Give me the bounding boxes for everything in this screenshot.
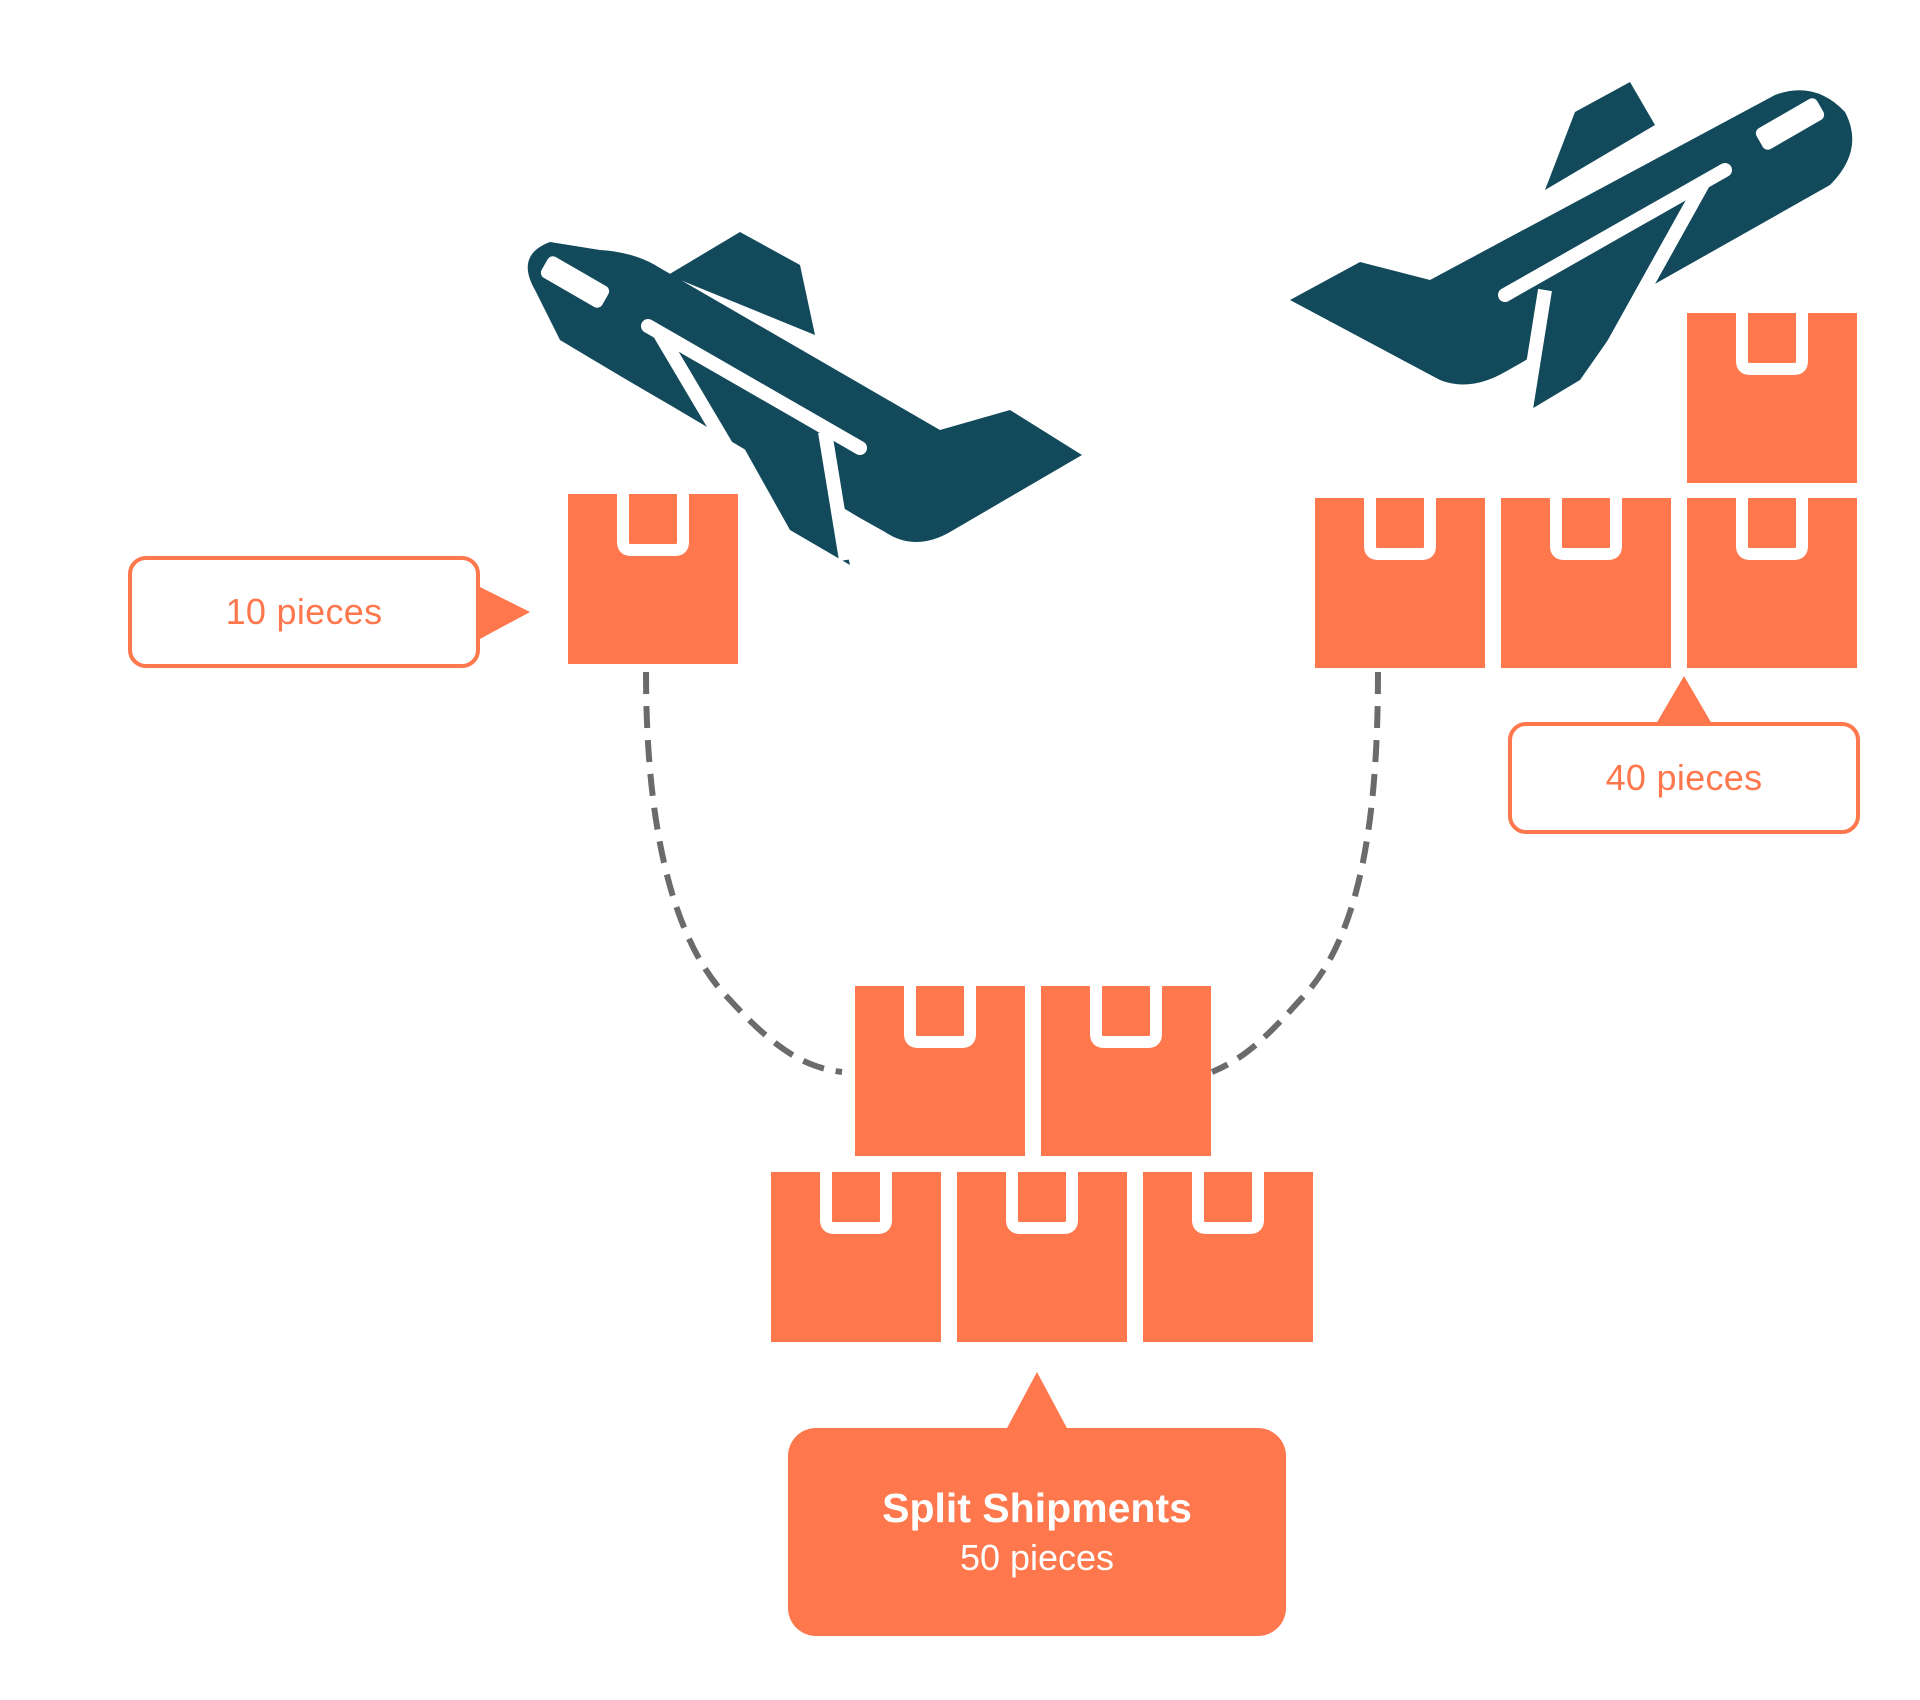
callout-40-pieces: 40 pieces (1508, 722, 1860, 834)
package-box-icon (1041, 986, 1211, 1156)
callout-40-pointer (1656, 676, 1712, 724)
connector-right (1210, 671, 1381, 1075)
split-shipments-title: Split Shipments (882, 1484, 1192, 1531)
package-box-icon (957, 1172, 1127, 1342)
airplane-icon-right (1290, 82, 1853, 417)
package-box-icon (771, 1172, 941, 1342)
callout-10-pieces: 10 pieces (128, 556, 480, 668)
package-box-icon (1143, 1172, 1313, 1342)
package-box-icon (568, 494, 738, 664)
callout-split-shipments: Split Shipments 50 pieces (788, 1428, 1286, 1636)
package-box-icon (1687, 498, 1857, 668)
callout-10-label: 10 pieces (225, 591, 383, 632)
package-box-icon (855, 986, 1025, 1156)
package-box-icon (1687, 313, 1857, 483)
split-shipments-label: 50 pieces (959, 1537, 1115, 1579)
package-box-icon (1501, 498, 1671, 668)
callout-10-pointer (478, 586, 530, 640)
callout-40-label: 40 pieces (1605, 757, 1763, 798)
package-box-icon (1315, 498, 1485, 668)
callout-50-pointer (1006, 1372, 1068, 1430)
airplane-icon-left (527, 232, 1082, 565)
connector-left (643, 671, 843, 1075)
